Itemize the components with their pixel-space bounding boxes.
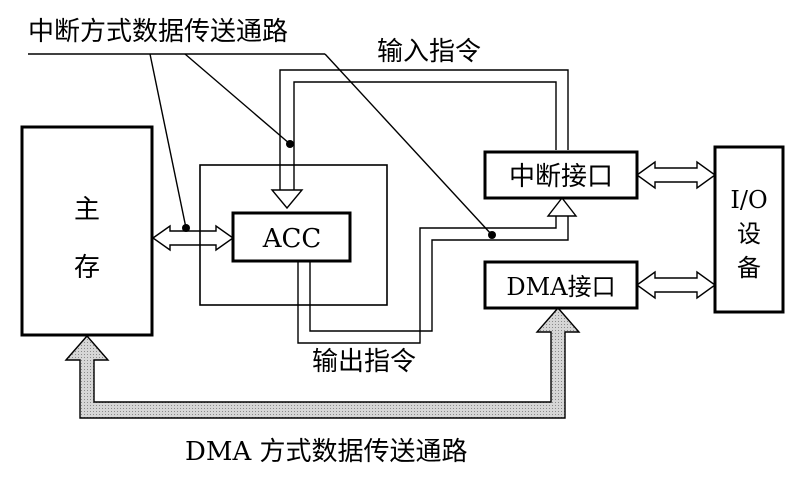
output-arrow-head — [546, 196, 578, 217]
io-device-block — [713, 145, 785, 314]
main-memory-label: 主 — [74, 195, 100, 225]
interrupt-interface-label: 中断接口 — [509, 162, 613, 192]
leader-to-interface-wire — [324, 53, 493, 236]
dma-path-label: DMA 方式数据传送通路 — [185, 437, 468, 467]
junction-dot — [182, 224, 190, 232]
input-instruction-path-outer — [279, 69, 569, 190]
io-device-label: 设 — [737, 220, 761, 248]
interrupt-io-double-arrow — [635, 160, 717, 190]
acc-label: ACC — [262, 224, 322, 254]
main-memory-label: 存 — [74, 253, 100, 283]
interrupt-path-label: 中断方式数据传送通路 — [28, 17, 288, 47]
dma-interface-label: DMA接口 — [506, 273, 615, 301]
interrupt-interface-block — [483, 150, 639, 200]
acc-block — [231, 211, 352, 263]
output-instruction-path-inner — [309, 216, 569, 332]
memory-acc-double-arrow — [151, 224, 235, 252]
output-instruction-label: 输出指令 — [312, 347, 416, 377]
input-instruction-label: 输入指令 — [377, 37, 481, 67]
dma-io-double-arrow — [635, 270, 717, 300]
dma-data-bus — [64, 306, 581, 419]
output-instruction-path-outer — [297, 216, 557, 344]
leader-to-memory-bus — [149, 53, 187, 229]
io-device-label: 备 — [737, 254, 761, 282]
junction-dot — [286, 140, 294, 148]
input-arrow-head — [270, 189, 304, 210]
input-instruction-path-inner — [293, 81, 557, 190]
main-memory-block — [20, 125, 154, 337]
junction-dot — [488, 231, 496, 239]
cpu-frame — [199, 164, 388, 306]
io-device-label: I/O — [730, 186, 767, 214]
leader-to-acc-input — [184, 53, 291, 145]
